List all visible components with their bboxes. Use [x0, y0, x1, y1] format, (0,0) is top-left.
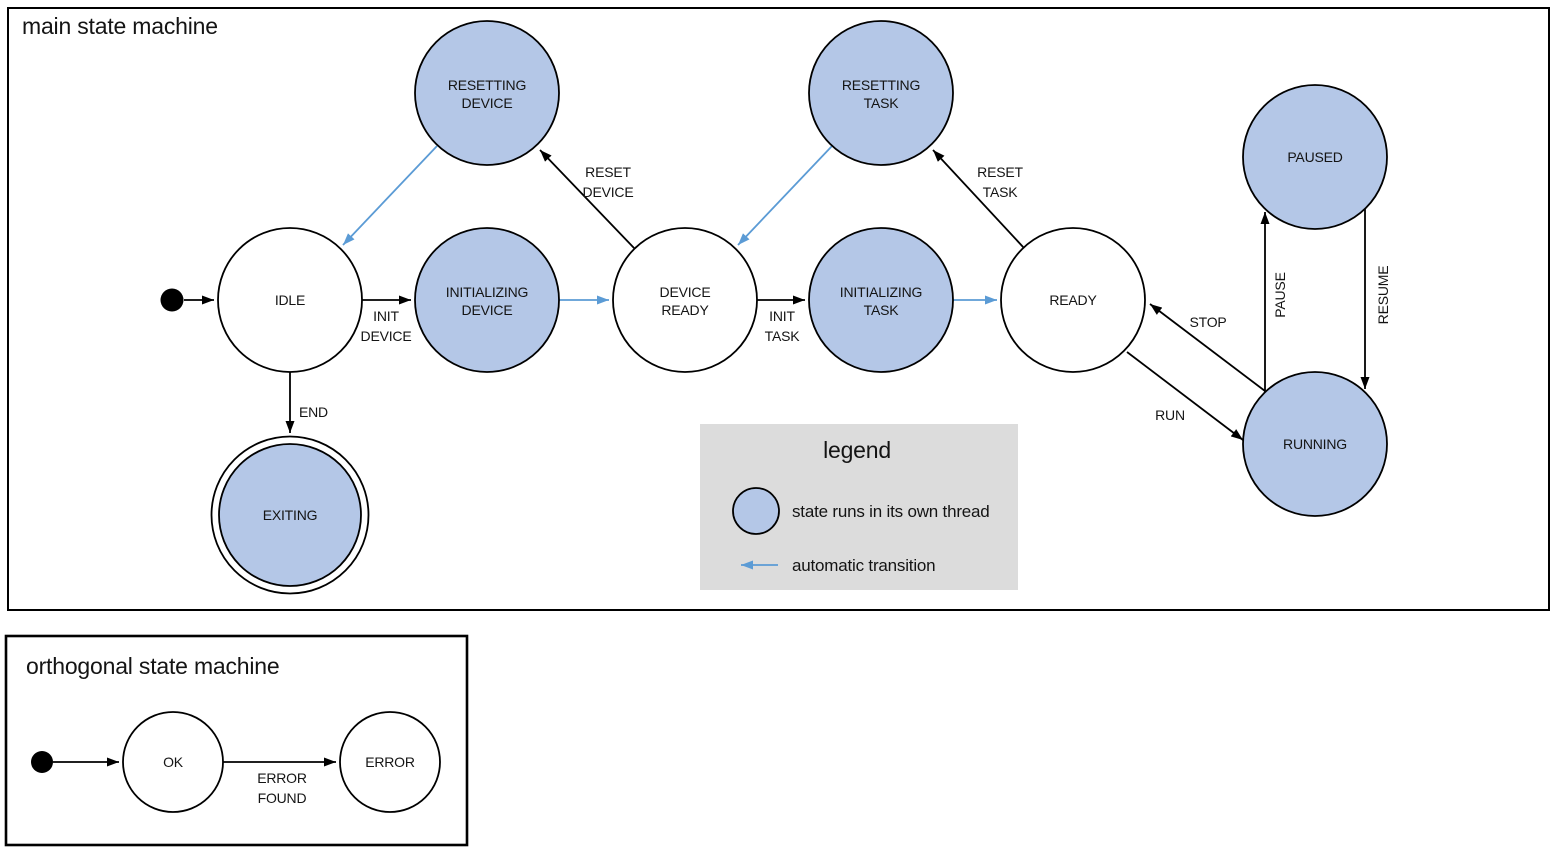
state-initializing-task-label: INITIALIZING — [840, 284, 922, 300]
state-device-ready — [612, 227, 758, 373]
threaded-state-legend-icon — [732, 487, 780, 535]
legend-item-threaded-label: state runs in its own thread — [792, 502, 990, 521]
transition-auto-resettask-to-deviceready — [737, 145, 833, 246]
state-initializing-device — [414, 227, 560, 373]
state-initializing-task — [808, 227, 954, 373]
state-resetting-task-label: RESETTING — [842, 77, 920, 93]
transition-auto-resetdev-to-idle — [342, 145, 438, 246]
transition-reset-task-label: TASK — [983, 184, 1019, 200]
main-machine-title: main state machine — [22, 13, 218, 39]
transition-reset-task — [932, 149, 1025, 249]
state-idle-label: IDLE — [275, 292, 305, 308]
state-initializing-task-label: TASK — [864, 302, 900, 318]
transition-reset-device — [539, 149, 635, 249]
transition-stop-label: STOP — [1189, 314, 1226, 330]
state-paused-label: PAUSED — [1287, 149, 1342, 165]
state-ready — [1000, 227, 1146, 373]
state-device-ready-label: DEVICE — [660, 284, 711, 300]
transition-init-device-label: DEVICE — [361, 328, 412, 344]
legend-title: legend — [823, 437, 891, 463]
transition-stop — [1149, 303, 1266, 392]
state-idle — [217, 227, 363, 373]
state-resetting-device-label: DEVICE — [462, 95, 513, 111]
state-device-ready-label: READY — [661, 302, 709, 318]
transition-resume-label: RESUME — [1375, 266, 1391, 325]
transition-reset-device-label: DEVICE — [583, 184, 634, 200]
orthogonal-machine-title: orthogonal state machine — [26, 653, 279, 679]
state-initializing-device-label: DEVICE — [462, 302, 513, 318]
state-resetting-task — [808, 20, 954, 166]
state-ok-label: OK — [163, 754, 184, 770]
transition-run-label: RUN — [1155, 407, 1185, 423]
state-paused — [1242, 84, 1388, 230]
state-resetting-device-label: RESETTING — [448, 77, 526, 93]
state-error-label: ERROR — [365, 754, 415, 770]
state-resetting-device — [414, 20, 560, 166]
state-error — [339, 711, 441, 813]
transition-error-found-label: FOUND — [258, 790, 307, 806]
transition-end-label: END — [299, 404, 328, 420]
transition-init-task-label: INIT — [769, 308, 795, 324]
legend-item-automatic-label: automatic transition — [792, 556, 935, 575]
transition-init-task-label: TASK — [765, 328, 801, 344]
transition-reset-task-label: RESET — [977, 164, 1023, 180]
orthogonal-machine-frame — [4, 634, 469, 847]
state-exiting — [218, 443, 362, 587]
state-running-label: RUNNING — [1283, 436, 1347, 452]
transition-pause-label: PAUSE — [1272, 272, 1288, 317]
transition-init-device-label: INIT — [373, 308, 399, 324]
transition-error-found-label: ERROR — [257, 770, 307, 786]
state-resetting-task-label: TASK — [864, 95, 900, 111]
initial-state-dot — [31, 751, 53, 773]
state-exiting-label: EXITING — [263, 507, 318, 523]
transition-run — [1126, 351, 1244, 441]
state-ready-label: READY — [1049, 292, 1097, 308]
state-initializing-device-label: INITIALIZING — [446, 284, 528, 300]
initial-state-dot — [160, 288, 184, 312]
main-machine-frame — [7, 7, 1550, 611]
state-running — [1242, 371, 1388, 517]
transition-reset-device-label: RESET — [585, 164, 631, 180]
